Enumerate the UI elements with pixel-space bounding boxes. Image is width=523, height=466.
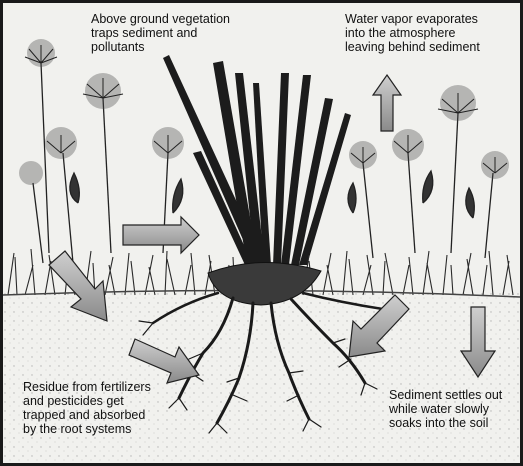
flower-plants-right [348,85,509,258]
sediment-label: Sediment settles out while water slowly … [389,388,521,430]
residue-label: Residue from fertilizers and pesticides … [23,380,213,436]
soil [3,293,520,463]
arrow-into-vegetation [123,217,199,253]
vapor-label: Water vapor evaporates into the atmosphe… [345,12,521,54]
vegetation-label: Above ground vegetation traps sediment a… [91,12,291,54]
arrow-vapor-up [373,75,401,131]
